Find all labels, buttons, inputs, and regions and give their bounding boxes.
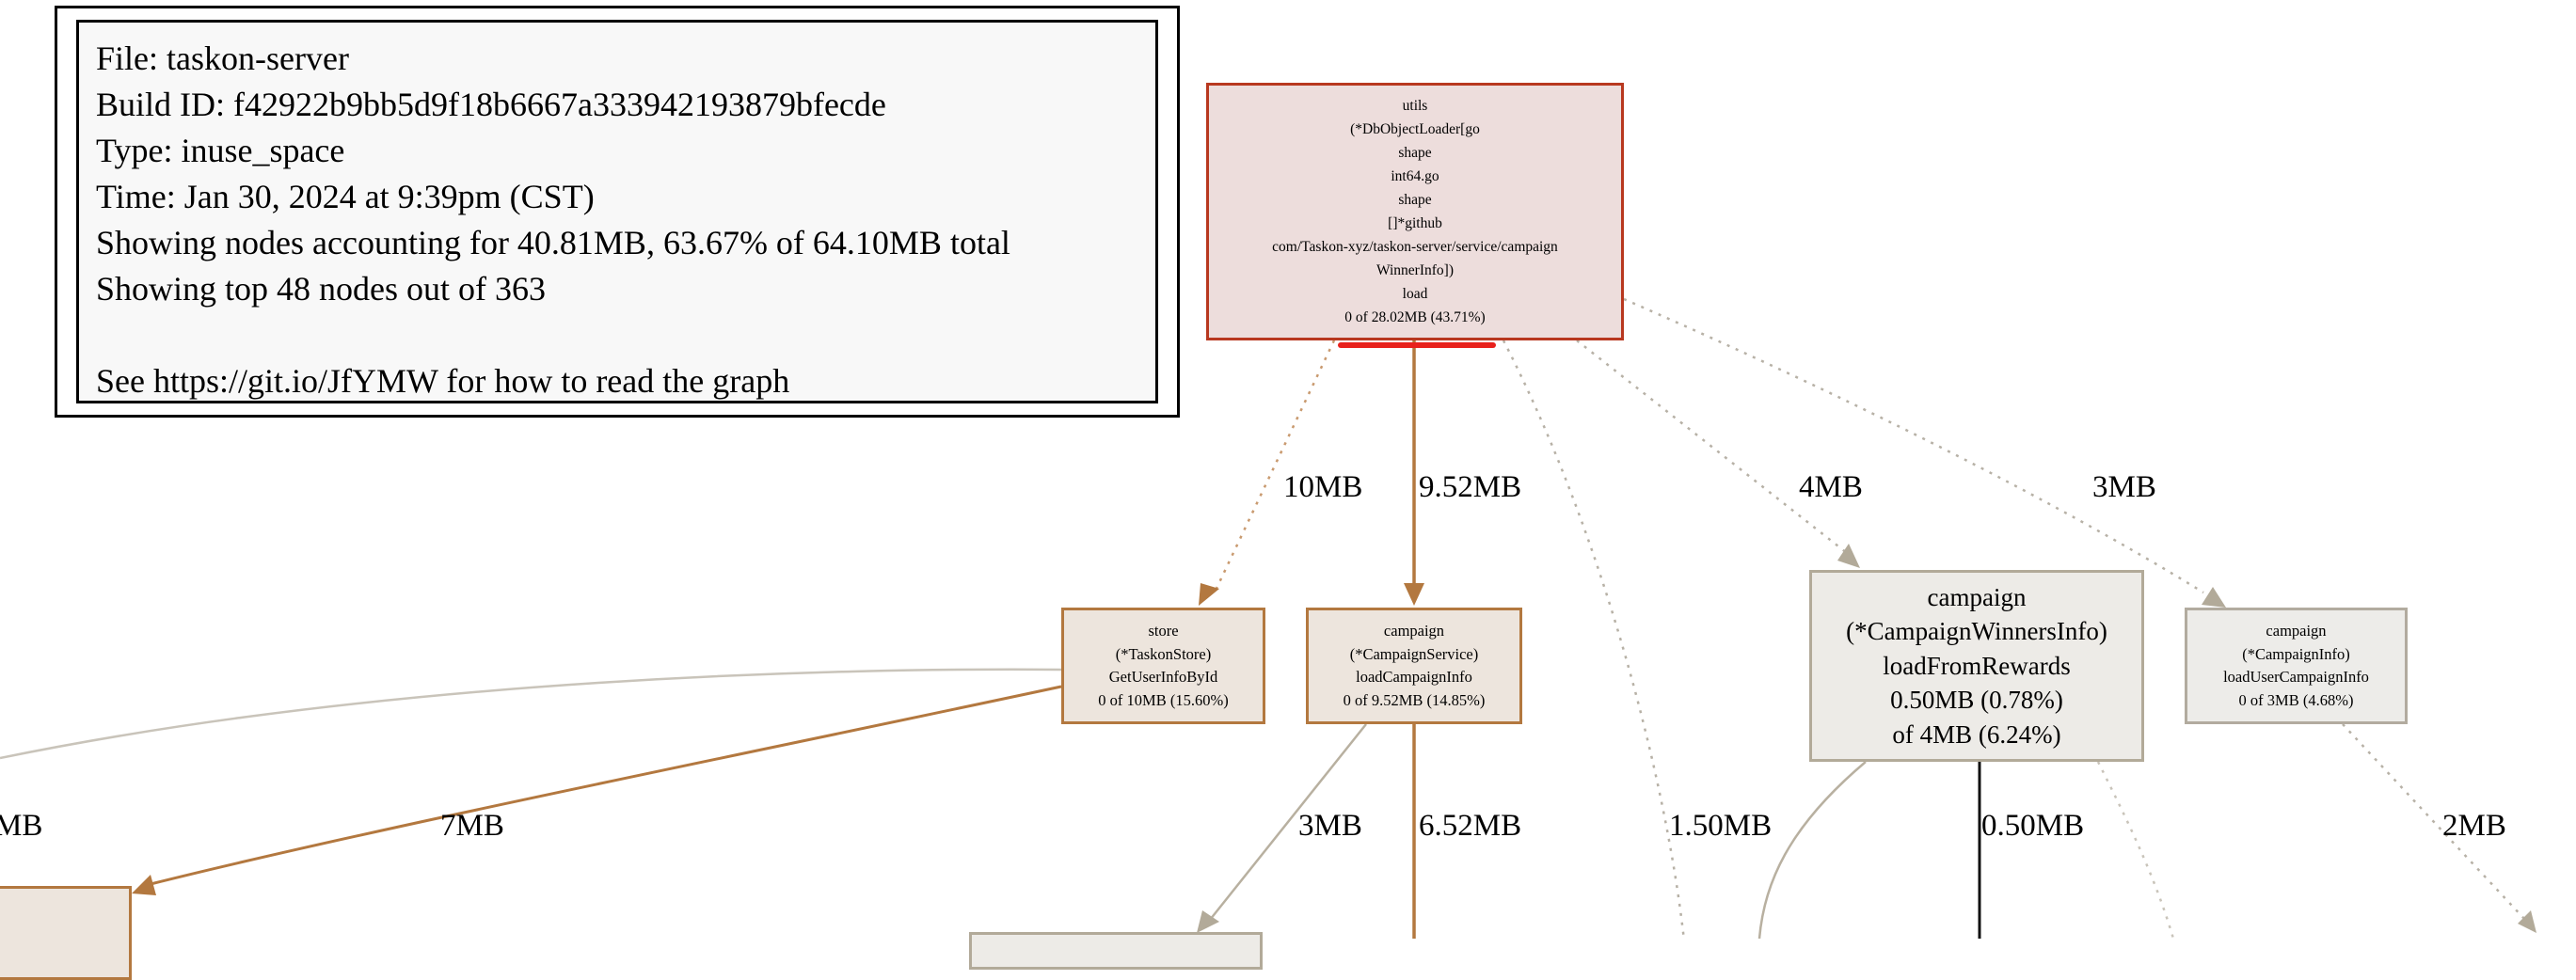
- node-stat: 0 of 3MB (4.68%): [2238, 690, 2354, 709]
- node-line: store: [1148, 622, 1179, 640]
- legend-spacer: [96, 312, 1155, 358]
- legend-inner: File: taskon-server Build ID: f42922b9bb…: [76, 20, 1158, 403]
- edge-label-campaign-service-3mb: 3MB: [1298, 809, 1362, 843]
- node-line: GetUserInfoById: [1108, 668, 1218, 686]
- node-line: campaign: [1927, 582, 2027, 611]
- node-line: (*CampaignInfo): [2242, 644, 2350, 663]
- node-stat: 0 of 10MB (15.60%): [1098, 690, 1229, 709]
- node-campaign-loadcampaigninfo[interactable]: campaign (*CampaignService) loadCampaign…: [1306, 608, 1522, 724]
- node-store-getuserinfobyid[interactable]: store (*TaskonStore) GetUserInfoById 0 o…: [1061, 608, 1265, 724]
- legend-build-id: Build ID: f42922b9bb5d9f18b6667a33394219…: [96, 86, 886, 123]
- edge-winners-dotted[interactable]: [2096, 761, 2175, 939]
- legend-time: Time: Jan 30, 2024 at 9:39pm (CST): [96, 178, 595, 215]
- edge-utils-to-store[interactable]: [1212, 340, 1336, 595]
- edge-label-utils-dotted-down: 1.50MB: [1669, 809, 1773, 843]
- node-line: []*github: [1388, 215, 1442, 231]
- edge-store-to-left[interactable]: [150, 685, 1062, 886]
- node-line: loadUserCampaignInfo: [2223, 668, 2369, 686]
- node-line: shape: [1398, 145, 1432, 161]
- edge-utils-to-winners[interactable]: [1576, 340, 1848, 554]
- node-stat: of 4MB (6.24%): [1892, 719, 2061, 749]
- node-stat: 0 of 9.52MB (14.85%): [1343, 690, 1486, 709]
- legend-file: File: taskon-server: [96, 40, 349, 77]
- edge-label-utils-campaign-service: 9.52MB: [1419, 470, 1522, 504]
- edge-label-info-down: 2MB: [2442, 809, 2506, 843]
- edge-store-to-left-arrow: [132, 875, 156, 895]
- node-line: int64.go: [1391, 168, 1439, 184]
- edge-utils-dotted-down[interactable]: [1502, 340, 1686, 939]
- node-stat: 0.50MB (0.78%): [1890, 686, 2063, 715]
- node-line: shape: [1398, 192, 1432, 208]
- edge-winners-curve[interactable]: [1757, 761, 1867, 939]
- edge-label-campaign-service-652: 6.52MB: [1419, 809, 1522, 843]
- node-stat: 0 of 28.02MB (43.71%): [1344, 309, 1486, 325]
- node-line: com/Taskon-xyz/taskon-server/service/cam…: [1272, 239, 1558, 255]
- legend-type: Type: inuse_space: [96, 132, 345, 169]
- node-campaign-loadusercampaigninfo[interactable]: campaign (*CampaignInfo) loadUserCampaig…: [2185, 608, 2408, 724]
- node-line: campaign: [2266, 622, 2327, 640]
- node-utils-dbobjectloader-load[interactable]: utils (*DbObjectLoader[go shape int64.go…: [1206, 83, 1624, 340]
- node-line: WinnerInfo]): [1375, 262, 1454, 278]
- edge-label-utils-info: 3MB: [2092, 470, 2156, 504]
- edge-campaign-service-3mb[interactable]: [1209, 723, 1367, 921]
- node-line: (*DbObjectLoader[go: [1350, 121, 1480, 137]
- legend-showing-top: Showing top 48 nodes out of 363: [96, 270, 547, 308]
- node-line: load: [1402, 286, 1428, 302]
- edge-label-store-left: 7MB: [440, 809, 504, 843]
- red-underline-annotation: [1338, 342, 1496, 348]
- edge-utils-to-info-arrow: [2202, 587, 2226, 608]
- node-partial-left[interactable]: [0, 886, 132, 980]
- edge-label-utils-store: 10MB: [1283, 470, 1363, 504]
- node-line: loadFromRewards: [1883, 651, 2071, 680]
- node-line: (*CampaignWinnersInfo): [1846, 617, 2107, 646]
- legend-box: File: taskon-server Build ID: f42922b9bb…: [55, 6, 1180, 418]
- edge-label-store-offscreen: MB: [0, 809, 43, 843]
- node-line: utils: [1402, 98, 1428, 114]
- call-graph-edges: [0, 297, 2536, 939]
- edge-info-down-arrow: [2518, 910, 2536, 933]
- node-line: campaign: [1383, 622, 1445, 640]
- edge-utils-to-campaign-service-arrow: [1404, 583, 1424, 606]
- edge-utils-to-store-arrow: [1199, 583, 1219, 606]
- edge-campaign-service-3mb-arrow: [1197, 910, 1219, 933]
- node-line: (*TaskonStore): [1115, 644, 1212, 663]
- node-campaign-loadfromrewards[interactable]: campaign (*CampaignWinnersInfo) loadFrom…: [1809, 570, 2144, 762]
- edge-store-offscreen-left[interactable]: [0, 668, 1062, 760]
- node-line: (*CampaignService): [1349, 644, 1479, 663]
- edge-label-winners-down: 0.50MB: [1981, 809, 2085, 843]
- edge-utils-to-winners-arrow: [1837, 544, 1860, 568]
- node-line: loadCampaignInfo: [1356, 668, 1472, 686]
- edge-label-utils-winners: 4MB: [1799, 470, 1863, 504]
- legend-showing-nodes: Showing nodes accounting for 40.81MB, 63…: [96, 224, 1010, 261]
- node-partial-middle[interactable]: [969, 932, 1263, 970]
- edge-info-down[interactable]: [2342, 723, 2526, 921]
- legend-help: See https://git.io/JfYMW for how to read…: [96, 362, 790, 400]
